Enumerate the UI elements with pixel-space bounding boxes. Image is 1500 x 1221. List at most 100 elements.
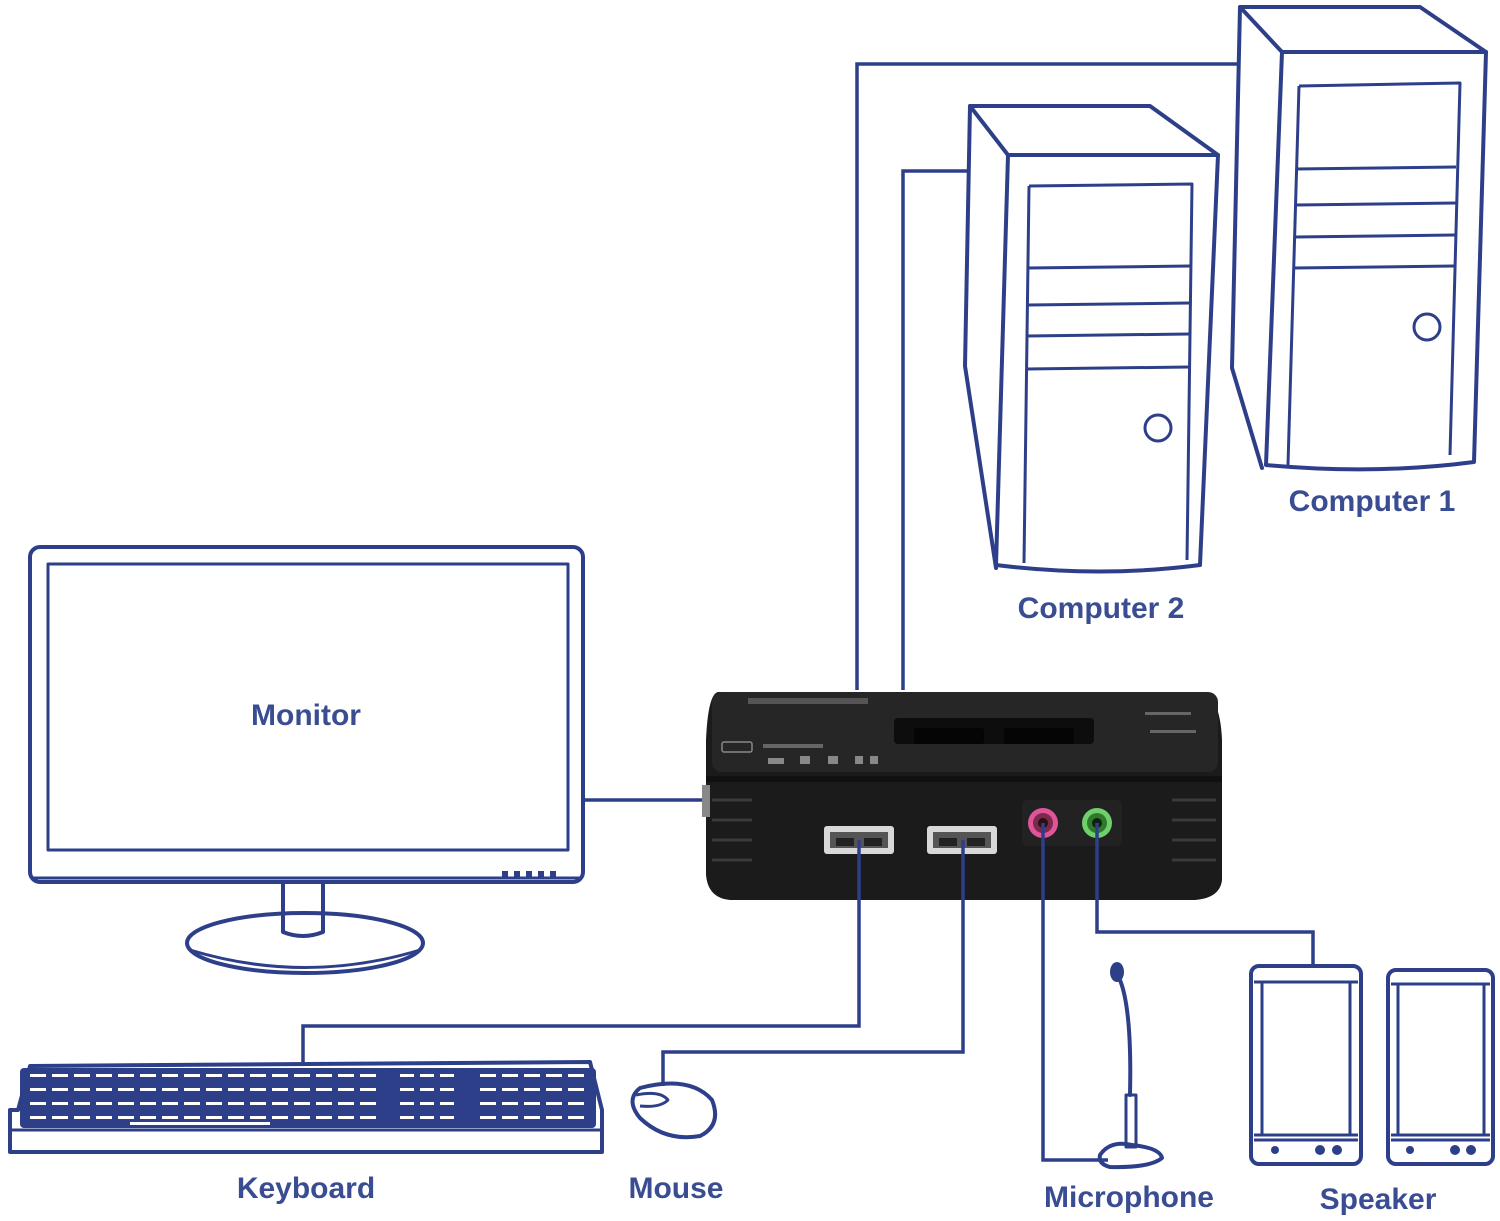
keyboard-key	[294, 1102, 310, 1105]
keyboard-key	[206, 1074, 222, 1077]
keyboard-key	[96, 1088, 112, 1091]
keyboard-key	[480, 1116, 496, 1119]
keyboard-key	[250, 1116, 266, 1119]
keyboard-key	[360, 1116, 376, 1119]
keyboard-key	[74, 1074, 90, 1077]
vga-connector	[702, 785, 710, 817]
keyboard-key	[96, 1102, 112, 1105]
keyboard-key	[52, 1116, 68, 1119]
wire-keyboard	[301, 840, 861, 1062]
keyboard-key	[140, 1088, 156, 1091]
keyboard-key	[502, 1088, 518, 1091]
keyboard-key	[162, 1074, 178, 1077]
keyboard-key	[316, 1088, 332, 1091]
keyboard-key	[338, 1074, 354, 1077]
computer2-label: Computer 2	[1018, 592, 1185, 625]
kvm-button-2[interactable]	[1004, 728, 1074, 744]
wire-computer2	[901, 169, 968, 690]
keyboard-key	[184, 1088, 200, 1091]
keyboard-key	[30, 1074, 46, 1077]
keyboard-key	[420, 1102, 434, 1105]
microphone-icon	[1097, 962, 1164, 1170]
kvm-indicator-icons	[721, 741, 878, 764]
keyboard-key	[568, 1074, 584, 1077]
computer2-icon	[963, 104, 1220, 574]
keyboard-key	[184, 1102, 200, 1105]
speaker-left-icon	[1249, 964, 1363, 1166]
keyboard-key	[524, 1116, 540, 1119]
keyboard-key	[162, 1088, 178, 1091]
keyboard-key	[140, 1102, 156, 1105]
keyboard-key	[316, 1074, 332, 1077]
keyboard-key	[162, 1116, 178, 1119]
computer1-label: Computer 1	[1289, 485, 1456, 518]
mouse-label: Mouse	[628, 1172, 723, 1205]
keyboard-key	[52, 1102, 68, 1105]
brand-logo	[748, 698, 868, 704]
kvm-select-buttons	[894, 718, 1094, 744]
keyboard-key	[272, 1088, 288, 1091]
keyboard-key	[250, 1088, 266, 1091]
keyboard-key	[52, 1074, 68, 1077]
keyboard-key	[480, 1102, 496, 1105]
keyboard-key	[502, 1116, 518, 1119]
keyboard-key	[546, 1074, 562, 1077]
keyboard-key	[316, 1116, 332, 1119]
kvm-button-1[interactable]	[914, 728, 984, 744]
keyboard-key	[228, 1074, 244, 1077]
keyboard-key	[30, 1088, 46, 1091]
keyboard-key	[96, 1074, 112, 1077]
wire-computer1	[855, 62, 1240, 690]
keyboard-key	[74, 1116, 90, 1119]
keyboard-key	[524, 1074, 540, 1077]
keyboard-key	[338, 1116, 354, 1119]
monitor-icon	[28, 545, 585, 975]
wire-mouse	[661, 840, 965, 1086]
keyboard-key	[294, 1088, 310, 1091]
keyboard-key	[96, 1116, 112, 1119]
keyboard-key	[250, 1102, 266, 1105]
mouse-icon	[630, 1081, 717, 1140]
keyboard-icon	[8, 1060, 604, 1154]
keyboard-key	[338, 1088, 354, 1091]
keyboard-key	[74, 1088, 90, 1091]
keyboard-key	[546, 1088, 562, 1091]
keyboard-key	[30, 1116, 46, 1119]
keyboard-key	[568, 1102, 584, 1105]
keyboard-key	[502, 1102, 518, 1105]
keyboard-key	[294, 1116, 310, 1119]
keyboard-key	[228, 1088, 244, 1091]
keyboard-key	[118, 1074, 134, 1077]
keyboard-key	[524, 1088, 540, 1091]
keyboard-key	[480, 1074, 496, 1077]
keyboard-key	[30, 1102, 46, 1105]
keyboard-key	[400, 1088, 414, 1091]
keyboard-key	[52, 1088, 68, 1091]
keyboard-key	[118, 1116, 134, 1119]
keyboard-key	[294, 1074, 310, 1077]
computer1-icon	[1230, 5, 1488, 472]
keyboard-key	[360, 1088, 376, 1091]
keyboard-key	[118, 1102, 134, 1105]
keyboard-key	[272, 1074, 288, 1077]
speaker-label: Speaker	[1320, 1183, 1437, 1216]
keyboard-key	[420, 1074, 434, 1077]
keyboard-key	[440, 1102, 454, 1105]
keyboard-key	[184, 1074, 200, 1077]
keyboard-key	[206, 1088, 222, 1091]
keyboard-key	[360, 1102, 376, 1105]
keyboard-key	[140, 1074, 156, 1077]
keyboard-key	[440, 1088, 454, 1091]
keyboard-key	[272, 1116, 288, 1119]
keyboard-key	[140, 1116, 156, 1119]
keyboard-label: Keyboard	[237, 1172, 375, 1205]
keyboard-key	[74, 1102, 90, 1105]
keyboard-key	[338, 1102, 354, 1105]
keyboard-key	[440, 1116, 454, 1119]
keyboard-key	[360, 1074, 376, 1077]
keyboard-key	[524, 1102, 540, 1105]
monitor-label: Monitor	[251, 699, 361, 732]
keyboard-key	[206, 1116, 222, 1119]
keyboard-key	[480, 1088, 496, 1091]
